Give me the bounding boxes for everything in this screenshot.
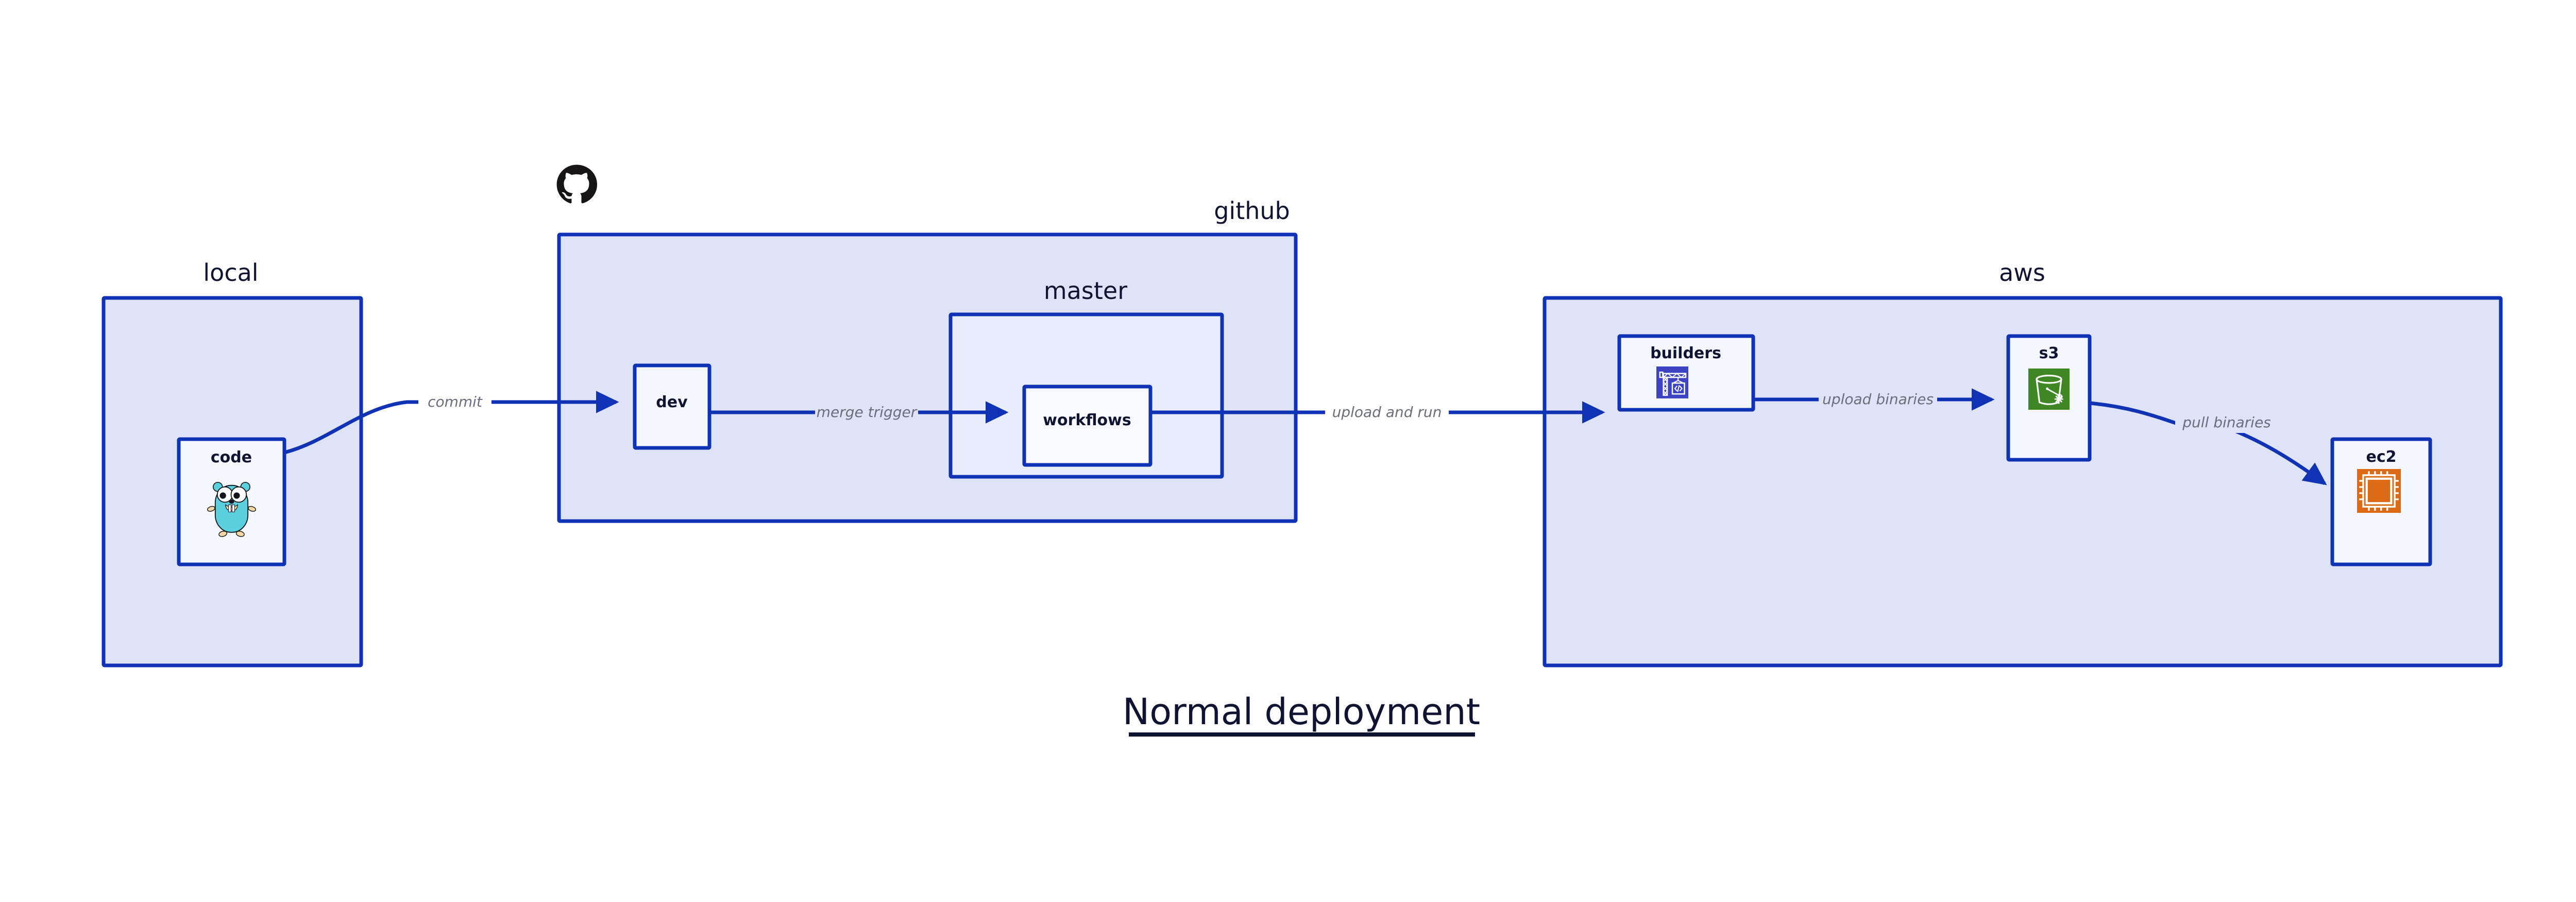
group-box-aws[interactable]: [1543, 296, 2503, 667]
page-title: Normal deployment: [1123, 691, 1480, 733]
node-label-code: code: [211, 448, 252, 466]
node-box-workflows[interactable]: [1022, 385, 1153, 467]
edge-label-pull-binaries: pull binaries: [2182, 414, 2271, 431]
node-label-ec2: ec2: [2366, 448, 2396, 466]
edge-label-bg-upload-binaries: [1819, 388, 1937, 410]
node-label-builders-text: builders: [1650, 344, 1721, 362]
edge-label-bg-merge-trigger: [815, 401, 918, 423]
edge-label-merge-trigger: merge trigger: [817, 404, 918, 421]
edge-label-commit: commit: [428, 393, 483, 410]
edge-commit[interactable]: commit: [284, 391, 619, 455]
aws-codebuild-icon: [1655, 365, 1689, 399]
edge-pull-binaries-seg2: [2229, 427, 2327, 486]
edge-merge-trigger[interactable]: merge trigger: [709, 401, 1009, 424]
node-label-workflows: workflows: [1043, 411, 1131, 429]
group-label-github: github: [1214, 197, 1290, 225]
edge-upload-binaries[interactable]: upload binaries: [1753, 388, 1995, 411]
node-label-s3: s3: [2039, 344, 2059, 362]
group-label-local: local: [203, 259, 258, 287]
edge-label-bg-commit: [418, 391, 492, 412]
page-title-underline: [1129, 732, 1475, 737]
node-box-dev[interactable]: [633, 363, 711, 450]
edge-pull-binaries[interactable]: pull binaries: [2089, 401, 2327, 486]
node-label-dev: dev: [656, 393, 688, 411]
edge-label-upload-binaries: upload binaries: [1822, 391, 1934, 408]
aws-ec2-chip-icon: [2357, 469, 2401, 513]
group-label-aws: aws: [1999, 259, 2045, 287]
aws-s3-bucket-icon: [2027, 368, 2071, 411]
group-label-master: master: [1044, 277, 1127, 305]
edge-label-bg-pull-binaries: [2175, 411, 2278, 433]
edge-label-upload-and-run: upload and run: [1332, 404, 1442, 421]
edge-label-bg-upload-and-run: [1325, 401, 1449, 423]
edge-upload-and-run[interactable]: upload and run: [1150, 401, 1605, 424]
